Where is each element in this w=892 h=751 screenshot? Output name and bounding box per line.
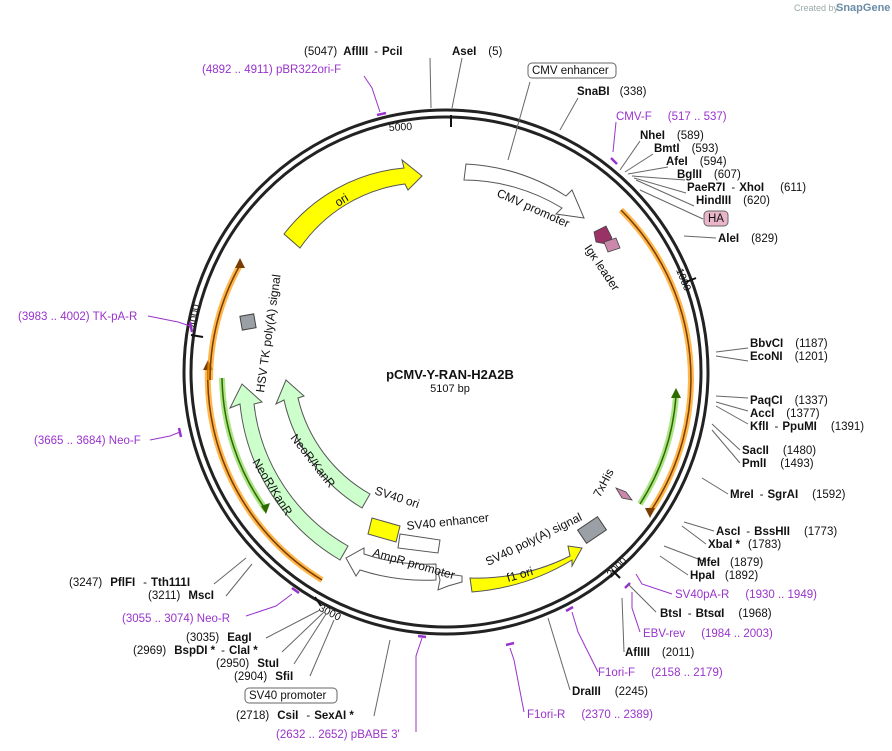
svg-text:DraIII(2245): DraIII(2245) (572, 686, 648, 698)
svg-text:HpaI(1892): HpaI(1892) (690, 570, 758, 582)
svg-text:AscI-BssHII(1773): AscI-BssHII(1773) (716, 526, 837, 538)
snapgene-logo: SnapGene (836, 2, 890, 14)
cmv-enhancer-box: CMV enhancer (527, 62, 617, 79)
svg-text:(3211)MscI: (3211)MscI (148, 590, 214, 602)
svg-text:AccI(1377): AccI(1377) (750, 408, 820, 420)
svg-text:(5047)AflIII-PciI: (5047)AflIII-PciI (304, 46, 402, 58)
svg-text:(2950)StuI: (2950)StuI (216, 658, 279, 670)
svg-text:(3665 .. 3684) Neo-F: (3665 .. 3684) Neo-F (34, 435, 141, 447)
svg-text:SnaBI(338): SnaBI(338) (577, 86, 647, 98)
sv40-polya-feature (576, 515, 608, 545)
svg-text:HindIII(620): HindIII(620) (696, 195, 770, 207)
svg-text:PaeR7I-XhoI(611): PaeR7I-XhoI(611) (687, 182, 806, 194)
svg-text:AleI(829): AleI(829) (718, 233, 778, 245)
svg-text:(3983 .. 4002) TK-pA-R: (3983 .. 4002) TK-pA-R (18, 311, 137, 323)
svg-text:KflI-PpuMI(1391): KflI-PpuMI(1391) (750, 421, 864, 433)
svg-text:PaqCI(1337): PaqCI(1337) (750, 395, 828, 407)
svg-text:F1ori-R(2370 .. 2389): F1ori-R(2370 .. 2389) (527, 709, 653, 721)
svg-text:AflIII(2011): AflIII(2011) (625, 647, 694, 659)
svg-text:CMV enhancer: CMV enhancer (532, 65, 609, 77)
svg-text:MreI-SgrAI(1592): MreI-SgrAI(1592) (730, 489, 846, 501)
svg-text:CMV-F(517 .. 537): CMV-F(517 .. 537) (616, 111, 727, 123)
svg-text:SV40 promoter: SV40 promoter (249, 690, 327, 702)
ampr-promoter-feature (345, 547, 463, 591)
svg-text:HA: HA (708, 213, 724, 225)
primer-marks (177, 111, 631, 647)
svg-text:NheI(589): NheI(589) (640, 130, 704, 142)
ha-box: HA (703, 210, 729, 227)
svg-text:(3055 .. 3074) Neo-R: (3055 .. 3074) Neo-R (122, 613, 230, 625)
svg-text:F1ori-F(2158 .. 2179): F1ori-F(2158 .. 2179) (598, 667, 723, 679)
svg-text:BmtI(593): BmtI(593) (654, 143, 719, 155)
svg-text:BglII(607): BglII(607) (677, 169, 741, 181)
map-title: pCMV-Y-RAN-H2A2B (386, 367, 514, 382)
svg-text:SV40pA-R(1930 .. 1949): SV40pA-R(1930 .. 1949) (675, 589, 817, 601)
ori-feature (283, 158, 423, 249)
svg-text:PmlI(1493): PmlI(1493) (742, 458, 814, 470)
neor-inner-feature (275, 379, 371, 509)
tick-label-5000: 5000 (389, 121, 413, 134)
tick-label-3000: 3000 (317, 602, 343, 624)
sv40-promoter-box: SV40 promoter (244, 687, 338, 704)
svg-text:BtsI-BtsαI(1968): BtsI-BtsαI(1968) (660, 608, 772, 620)
cmv-promoter-feature (463, 163, 585, 219)
sv40-enhancer-label: SV40 enhancer (406, 510, 490, 533)
hsv-tk-polya-feature (239, 313, 257, 331)
svg-text:(2969)BspDI *-ClaI *: (2969)BspDI *-ClaI * (133, 645, 258, 657)
svg-text:EcoNI(1201): EcoNI(1201) (750, 351, 828, 363)
svg-text:(3035)EagI: (3035)EagI (186, 632, 252, 644)
hsv-tk-polya-label: HSV TK poly(A) signal (253, 273, 283, 393)
ori-label: ori (332, 191, 351, 210)
svg-text:EBV-rev(1984 .. 2003): EBV-rev(1984 .. 2003) (643, 628, 773, 640)
svg-text:SacII(1480): SacII(1480) (742, 445, 816, 457)
svg-text:(2718)CsiI-SexAI *: (2718)CsiI-SexAI * (236, 710, 354, 722)
svg-text:(4892 .. 4911) pBR322ori-F: (4892 .. 4911) pBR322ori-F (202, 64, 341, 76)
svg-text:XbaI *(1783): XbaI *(1783) (708, 539, 781, 551)
map-size: 5107 bp (430, 383, 470, 395)
created-by-text: Created by (794, 3, 839, 13)
sv40-enhancer-feature (397, 533, 441, 554)
svg-text:MfeI(1879): MfeI(1879) (697, 557, 763, 569)
his-tag-feature (615, 487, 633, 501)
sv40-ori-feature (367, 517, 401, 543)
svg-text:AseI(5): AseI(5) (452, 46, 503, 58)
sv40-ori-label: SV40 ori (373, 484, 421, 512)
his-tag-label: 7xHis (590, 466, 616, 499)
site-labels: (5047)AflIII-PciI AseI(5) (4892 .. 4911)… (18, 46, 864, 741)
svg-text:AfeI(594): AfeI(594) (666, 156, 727, 168)
svg-text:BbvCI(1187): BbvCI(1187) (750, 338, 828, 350)
svg-text:(3247)PflFI-Tth111I: (3247)PflFI-Tth111I (69, 577, 190, 589)
neor-outer-feature (228, 383, 349, 561)
svg-text:(2904)SfiI: (2904)SfiI (234, 671, 293, 683)
igk-leader-feature (593, 225, 621, 253)
backbone (182, 108, 710, 636)
orf-arcs (203, 207, 694, 583)
svg-text:(2632 .. 2652) pBABE 3': (2632 .. 2652) pBABE 3' (276, 729, 400, 741)
leader-lines (147, 57, 749, 732)
f1-ori-feature (469, 545, 583, 593)
